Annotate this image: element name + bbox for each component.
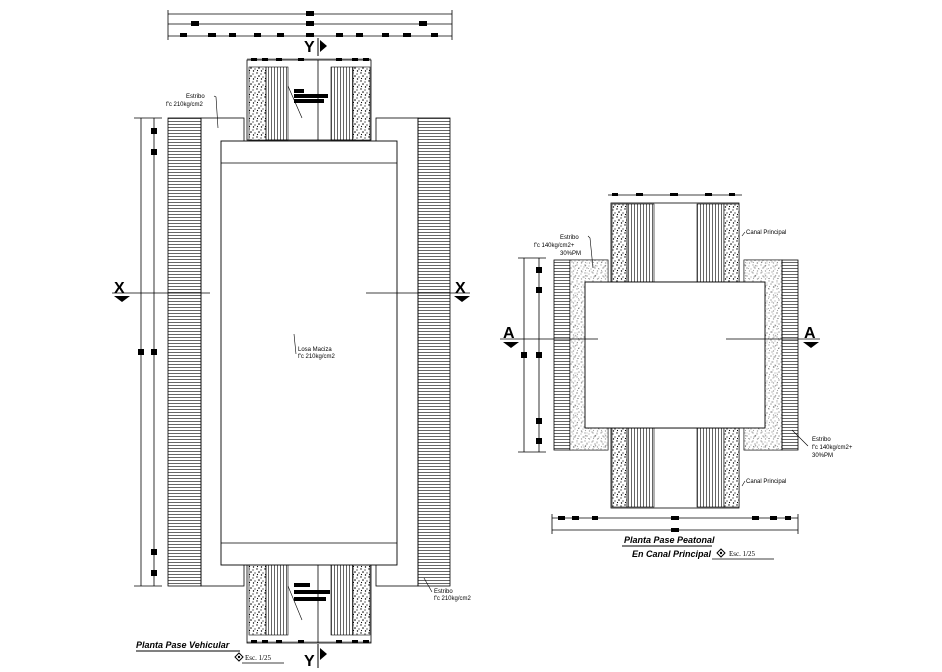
section-x-marker-left: X (112, 280, 210, 302)
pedestrian-left-abutment-name: Estribo (560, 235, 579, 241)
section-a-marker-right: A (726, 325, 820, 348)
pedestrian-left-dimension-ticks (521, 267, 542, 444)
vehicular-title: Planta Pase Vehicular (136, 640, 230, 650)
pedestrian-canal-callout-top: Canal Principal (741, 230, 786, 237)
vehicular-abutment-callout-top: Estribo f'c 210kg/cm2 (166, 94, 219, 129)
vehicular-slab-callout: Losa Maciza f'c 210kg/cm2 (293, 333, 335, 360)
pedestrian-bottom-dimension-ticks (558, 516, 791, 532)
vehicular-bottom-abutment-name: Estribo (434, 589, 453, 595)
section-y-marker-bottom: Y (304, 644, 327, 670)
pedestrian-right-abutment-spec: f'c 140kg/cm2+ (812, 445, 853, 451)
pedestrian-title-line2: En Canal Principal (632, 549, 712, 559)
section-y-marker-top: Y (304, 38, 327, 56)
vehicular-slab-spec: f'c 210kg/cm2 (298, 354, 335, 360)
vehicular-scale: Esc. 1/25 (245, 654, 272, 662)
pedestrian-scale: Esc. 1/25 (729, 550, 756, 558)
pedestrian-bottom-channel (610, 427, 740, 509)
vehicular-slab-name: Losa Maciza (298, 347, 332, 353)
vehicular-right-abutment (375, 117, 451, 587)
pedestrian-right-abutment-name: Estribo (812, 437, 831, 443)
section-y-label-bottom: Y (304, 653, 315, 670)
pedestrian-left-abutment-callout: Estribo f'c 140kg/cm2+ 30%PM (534, 235, 594, 269)
pedestrian-top-channel (610, 202, 740, 283)
vehicular-abutment-callout-bottom: Estribo f'c 210kg/cm2 (423, 577, 471, 602)
pedestrian-title-block: Planta Pase Peatonal En Canal Principal … (622, 535, 774, 560)
pedestrian-title-line1: Planta Pase Peatonal (624, 535, 715, 545)
section-a-label-left: A (503, 325, 515, 342)
vehicular-top-dimension-ticks (180, 11, 438, 37)
section-a-label-right: A (804, 325, 816, 342)
vehicular-left-dimension-ticks (138, 128, 157, 576)
section-x-label-right: X (455, 280, 466, 297)
vehicular-slab (220, 140, 398, 566)
pedestrian-canal-top: Canal Principal (746, 230, 786, 236)
vehicular-bottom-abutment-spec: f'c 210kg/cm2 (434, 596, 471, 602)
vehicular-bottom-channel (246, 562, 372, 644)
vehicular-left-abutment (167, 117, 245, 587)
vehicular-abutment-name: Estribo (186, 94, 205, 100)
section-x-label-left: X (114, 280, 125, 297)
pedestrian-canal-bottom: Canal Principal (746, 479, 786, 485)
vehicular-top-channel (246, 58, 372, 141)
pedestrian-left-abutment-extra: 30%PM (560, 251, 581, 257)
pedestrian-right-abutment-callout: Estribo f'c 140kg/cm2+ 30%PM (791, 429, 853, 459)
section-y-label-top: Y (304, 39, 315, 56)
section-a-marker-left: A (500, 325, 598, 348)
vehicular-plan: Y (112, 10, 471, 670)
vehicular-abutment-spec: f'c 210kg/cm2 (166, 102, 203, 108)
pedestrian-left-abutment-spec: f'c 140kg/cm2+ (534, 243, 575, 249)
vehicular-title-block: Planta Pase Vehicular Esc. 1/25 (136, 640, 284, 664)
pedestrian-plan: A A Estribo f'c 140kg/cm2+ 30%PM (500, 193, 853, 560)
pedestrian-right-abutment-extra: 30%PM (812, 453, 833, 459)
pedestrian-slab (584, 281, 766, 429)
pedestrian-top-dimension (608, 193, 742, 196)
pedestrian-canal-callout-bottom: Canal Principal (741, 479, 786, 487)
section-x-marker-right: X (366, 280, 470, 302)
